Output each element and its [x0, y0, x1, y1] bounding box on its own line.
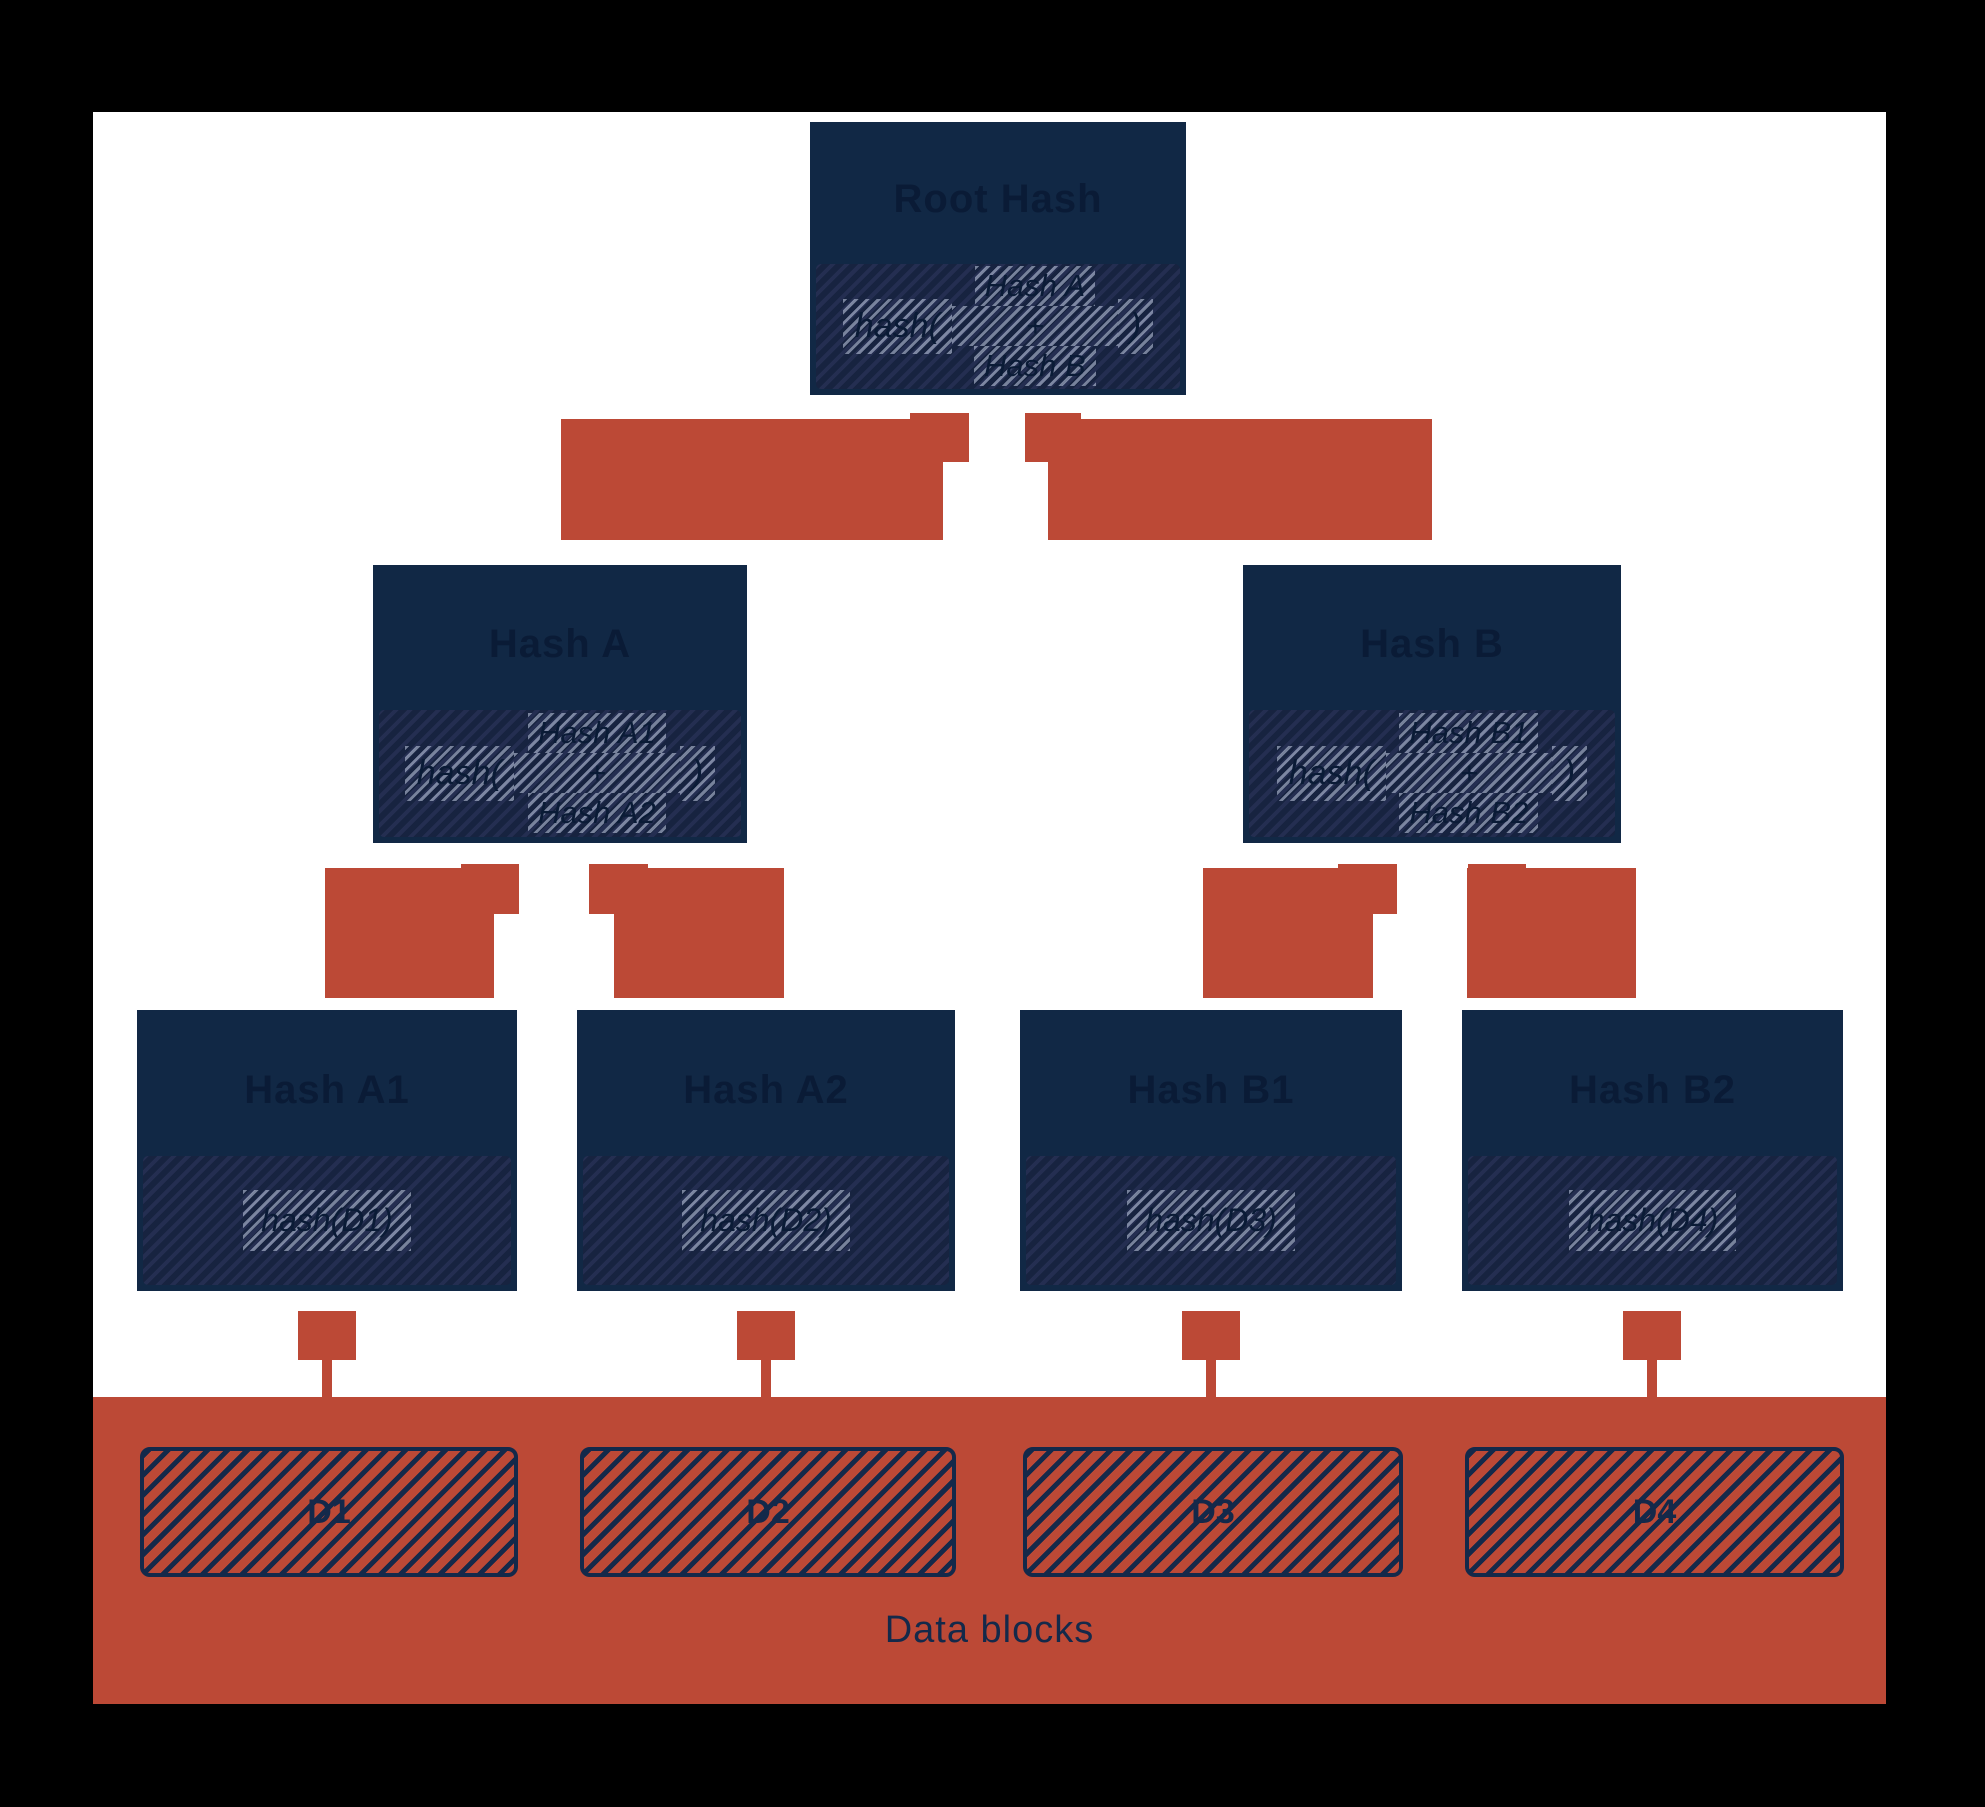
connector-hash-a-to-a2-tab [589, 864, 648, 914]
hash-b-formula: hash( Hash B1 + Hash B2 ) [1276, 713, 1588, 834]
formula-plus-operator: + [1385, 753, 1552, 794]
leaf-node-hash-b2: Hash B2 hash(D4) [1462, 1010, 1843, 1291]
data-blocks-caption: Data blocks [884, 1609, 1095, 1651]
root-hash-node: Root Hash hash( Hash A + Hash B ) [810, 122, 1186, 395]
stub-hash-b2-to-d4 [1623, 1311, 1681, 1360]
formula-arg-top: Hash A1 [527, 713, 666, 754]
hash-a1-title: Hash A1 [244, 1067, 410, 1112]
formula-arg-top: Hash B1 [1399, 713, 1539, 754]
root-hash-formula: hash( Hash A + Hash B ) [842, 266, 1154, 387]
formula-stack: Hash A + Hash B [951, 266, 1118, 387]
hash-b1-title: Hash B1 [1127, 1067, 1295, 1112]
formula-close-paren: ) [679, 745, 716, 801]
branch-node-hash-a: Hash A hash( Hash A1 + Hash A2 ) [373, 565, 747, 843]
data-block-d3: D3 [1023, 1447, 1403, 1577]
connector-root-to-hash-b [1048, 419, 1432, 540]
hash-a-formula: hash( Hash A1 + Hash A2 ) [404, 713, 716, 834]
formula-close-paren: ) [1551, 745, 1588, 801]
data-block-d1: D1 [140, 1447, 518, 1577]
stub-hash-b1-to-d3-stem [1206, 1358, 1216, 1398]
hash-a1-formula: hash(D1) [243, 1190, 411, 1252]
hash-b-title: Hash B [1360, 621, 1504, 666]
hash-b1-formula: hash(D3) [1127, 1190, 1295, 1252]
leaf-node-hash-a2: Hash A2 hash(D2) [577, 1010, 955, 1291]
stub-hash-a1-to-d1-stem [322, 1358, 332, 1398]
diagram-canvas: Root Hash hash( Hash A + Hash B ) Hash A… [93, 112, 1886, 1704]
stub-hash-b1-to-d3 [1182, 1311, 1240, 1360]
root-hash-formula-panel: hash( Hash A + Hash B ) [816, 263, 1180, 389]
hash-b1-formula-panel: hash(D3) [1026, 1156, 1396, 1285]
formula-arg-top: Hash A [974, 266, 1096, 307]
connector-root-to-hash-a [561, 419, 943, 540]
formula-fn: hash( [404, 745, 514, 801]
formula-fn: hash( [1276, 745, 1386, 801]
stub-hash-a2-to-d2-stem [761, 1358, 771, 1398]
hash-b-formula-panel: hash( Hash B1 + Hash B2 ) [1249, 709, 1615, 837]
hash-a2-title: Hash A2 [683, 1067, 849, 1112]
data-block-d4: D4 [1465, 1447, 1844, 1577]
hash-a-formula-panel: hash( Hash A1 + Hash A2 ) [379, 709, 741, 837]
connector-root-to-hash-a-tab [910, 413, 969, 462]
formula-plus-operator: + [951, 306, 1118, 347]
formula-stack: Hash A1 + Hash A2 [513, 713, 680, 834]
stub-hash-a1-to-d1 [298, 1311, 356, 1360]
leaf-node-hash-b1: Hash B1 hash(D3) [1020, 1010, 1402, 1291]
connector-hash-b-to-b2-tab [1468, 864, 1526, 914]
data-block-d4-label: D4 [1632, 1492, 1677, 1531]
formula-stack: Hash B1 + Hash B2 [1385, 713, 1552, 834]
formula-fn: hash( [842, 298, 952, 354]
data-blocks-band: D1 D2 D3 D4 Data blocks [93, 1397, 1886, 1704]
connector-hash-b-to-b1-tab [1338, 864, 1397, 914]
hash-b2-title: Hash B2 [1568, 1067, 1737, 1112]
stub-hash-b2-to-d4-stem [1647, 1358, 1657, 1398]
root-hash-title: Root Hash [893, 177, 1103, 222]
formula-plus-operator: + [513, 753, 680, 794]
data-block-d2: D2 [580, 1447, 956, 1577]
data-block-d1-label: D1 [307, 1492, 351, 1531]
connector-hash-a-to-a1-tab [461, 864, 519, 914]
connector-root-to-hash-b-tab [1025, 413, 1081, 462]
stub-hash-a2-to-d2 [737, 1311, 795, 1360]
formula-arg-bottom: Hash B [974, 346, 1096, 387]
data-block-d2-label: D2 [746, 1492, 790, 1531]
leaf-node-hash-a1: Hash A1 hash(D1) [137, 1010, 517, 1291]
formula-arg-bottom: Hash A2 [527, 793, 666, 834]
hash-a2-formula-panel: hash(D2) [583, 1156, 949, 1285]
hash-b2-formula-panel: hash(D4) [1468, 1156, 1837, 1285]
branch-node-hash-b: Hash B hash( Hash B1 + Hash B2 ) [1243, 565, 1621, 843]
formula-close-paren: ) [1117, 298, 1154, 354]
formula-arg-bottom: Hash B2 [1399, 793, 1539, 834]
hash-a2-formula: hash(D2) [682, 1190, 850, 1252]
hash-b2-formula: hash(D4) [1568, 1190, 1737, 1252]
data-block-d3-label: D3 [1191, 1492, 1235, 1531]
hash-a-title: Hash A [488, 621, 632, 666]
hash-a1-formula-panel: hash(D1) [143, 1156, 511, 1285]
